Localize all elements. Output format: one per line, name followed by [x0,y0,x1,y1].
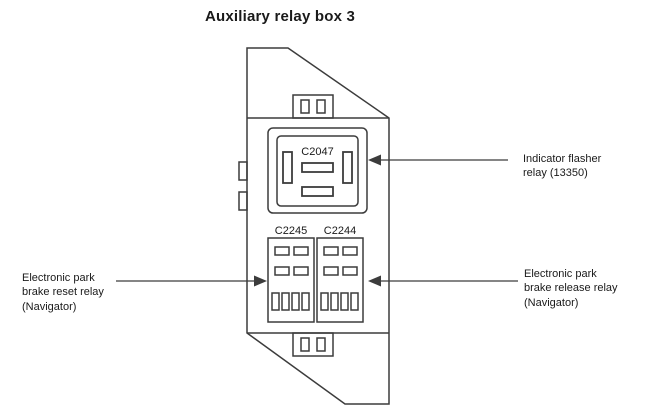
relay-box-housing [238,47,390,405]
arrowhead-left2-icon [368,275,381,287]
left-mounting-tabs [238,161,248,211]
connector-c2244 [316,237,364,323]
relay-socket-c2047 [267,127,368,214]
top-connector-tab [292,94,334,119]
arrowhead-left-icon [368,154,381,166]
connector-label-c2245: C2245 [274,225,308,237]
callout-label-indicator-flasher: Indicator flasher relay (13350) [523,153,602,180]
connector-label-c2047: C2047 [301,146,334,158]
bottom-connector-tab [292,332,334,357]
callout-arrowheads [254,154,381,287]
connector-c2245 [267,237,315,323]
callout-label-park-brake-release: Electronic park brake release relay (Nav… [524,268,618,309]
arrowhead-right-icon [254,275,267,287]
callout-label-park-brake-reset: Electronic park brake reset relay (Navig… [22,272,104,313]
connector-label-c2244: C2244 [323,225,357,237]
callout-arrow-lines [116,159,518,282]
relay-socket-pin-slots [282,151,353,197]
diagram-title: Auxiliary relay box 3 [204,8,356,25]
